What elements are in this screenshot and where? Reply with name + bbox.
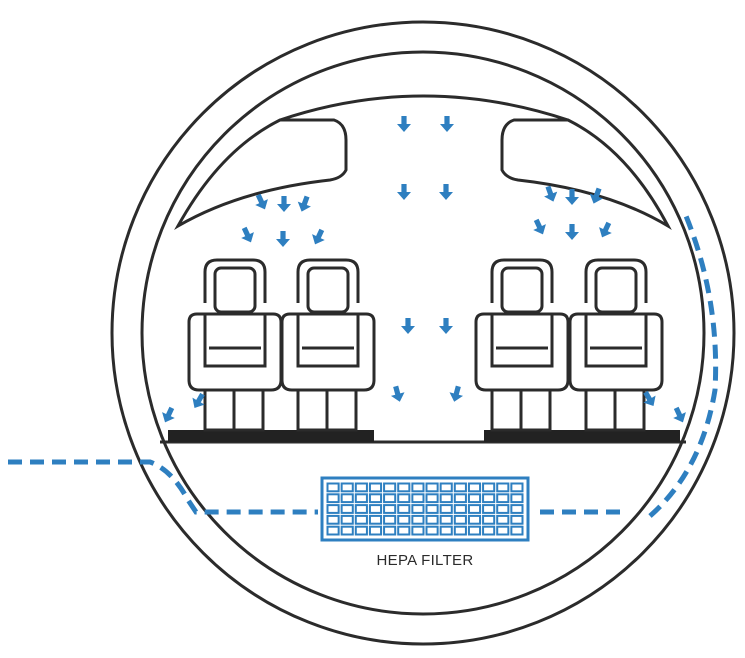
filter-cell <box>439 482 453 493</box>
filter-cell <box>411 493 425 504</box>
filter-cell <box>510 514 524 525</box>
airflow-duct <box>8 215 719 518</box>
filter-cell <box>482 514 496 525</box>
filter-cell <box>354 525 368 536</box>
filter-cell <box>340 525 354 536</box>
fuselage-inner-ring <box>140 50 706 616</box>
filter-cell <box>340 504 354 514</box>
filter-cell <box>510 525 524 536</box>
cabin-ceiling <box>174 94 672 231</box>
filter-cell <box>368 504 383 514</box>
filter-cell <box>354 493 368 504</box>
filter-cell <box>453 525 467 536</box>
filter-cell <box>496 504 510 514</box>
hepa-filter: HEPA FILTER <box>320 476 530 569</box>
filter-cell <box>411 504 425 514</box>
filter-cell <box>340 493 354 504</box>
air-intake-duct <box>8 459 318 515</box>
filter-cell <box>439 493 453 504</box>
filter-cell <box>411 482 425 493</box>
filter-cell <box>354 482 368 493</box>
filter-cell <box>439 514 453 525</box>
filter-cell <box>482 482 496 493</box>
filter-cell <box>354 504 368 514</box>
sidewall-riser-duct <box>648 215 719 518</box>
filter-cell <box>383 482 397 493</box>
filter-cell <box>510 493 524 504</box>
filter-cell <box>397 504 411 514</box>
filter-cell <box>383 504 397 514</box>
filter-cell <box>439 504 453 514</box>
filter-cell <box>467 482 482 493</box>
hepa-filter-mesh <box>326 482 524 536</box>
filter-cell <box>467 514 482 525</box>
floor-track-right <box>484 430 680 442</box>
hepa-filter-label: HEPA FILTER <box>377 552 474 569</box>
filter-cell <box>340 514 354 525</box>
filter-cell <box>482 525 496 536</box>
filter-cell <box>482 504 496 514</box>
filter-cell <box>326 493 340 504</box>
ceiling-panel-left <box>174 118 348 231</box>
filter-cell <box>510 482 524 493</box>
filter-cell <box>425 514 439 525</box>
filter-cell <box>383 493 397 504</box>
filter-cell <box>326 504 340 514</box>
filter-cell <box>496 493 510 504</box>
cabin-floor <box>160 430 686 444</box>
filter-cell <box>467 504 482 514</box>
filter-cell <box>496 525 510 536</box>
floor-track-left <box>168 430 374 442</box>
filter-cell <box>368 493 383 504</box>
filter-cell <box>383 514 397 525</box>
filter-cell <box>326 514 340 525</box>
filter-cell <box>425 525 439 536</box>
filter-cell <box>354 514 368 525</box>
filter-cell <box>397 493 411 504</box>
filter-cell <box>368 482 383 493</box>
filter-cell <box>368 525 383 536</box>
filter-cell <box>439 525 453 536</box>
filter-cell <box>467 493 482 504</box>
filter-cell <box>326 482 340 493</box>
filter-cell <box>425 493 439 504</box>
filter-cell <box>326 525 340 536</box>
filter-cell <box>467 525 482 536</box>
filter-cell <box>496 514 510 525</box>
filter-cell <box>453 514 467 525</box>
ceiling-panel-right <box>500 118 672 231</box>
filter-cell <box>425 482 439 493</box>
filter-cell <box>397 514 411 525</box>
filter-cell <box>482 493 496 504</box>
filter-cell <box>411 525 425 536</box>
filter-cell <box>496 482 510 493</box>
filter-cell <box>397 482 411 493</box>
filter-cell <box>453 504 467 514</box>
filter-cell <box>383 525 397 536</box>
filter-cell <box>453 493 467 504</box>
filter-cell <box>510 504 524 514</box>
filter-cell <box>368 514 383 525</box>
filter-cell <box>425 504 439 514</box>
filter-cell <box>397 525 411 536</box>
filter-cell <box>411 514 425 525</box>
filter-cell <box>453 482 467 493</box>
ceiling-arch <box>279 94 569 122</box>
filter-cell <box>340 482 354 493</box>
